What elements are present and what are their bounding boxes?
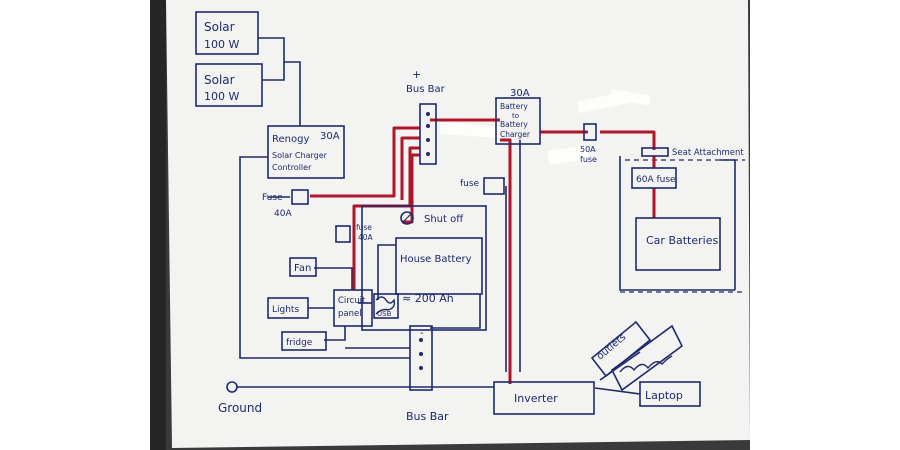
circuit-panel-box <box>333 289 373 327</box>
seat-attachment-box <box>641 147 669 157</box>
lights-box <box>267 297 309 319</box>
bus-bar-top-plus: + <box>412 68 421 81</box>
bus-bar-bottom-box <box>409 325 433 391</box>
fuse-right-box <box>483 177 505 195</box>
outlets-box <box>590 320 652 378</box>
fridge-box <box>281 331 327 351</box>
table-left-edge <box>150 0 166 450</box>
solar-panel-1-box <box>195 11 259 55</box>
charger-line3: Battery <box>500 120 528 129</box>
seat-attachment-label: Seat Attachment <box>672 148 744 158</box>
fuse-40a-mid-line2: 40A <box>358 233 374 242</box>
fuse-40a-left-line2: 40A <box>274 209 292 219</box>
fan-label: Fan <box>294 263 311 274</box>
component-boxes <box>195 11 721 415</box>
solar-panel-2-box <box>195 63 263 107</box>
fuse-50a-box <box>583 123 597 141</box>
car-region-dashed <box>620 159 745 293</box>
bus-bar-top-box <box>419 103 437 165</box>
house-battery-outer <box>361 205 487 331</box>
outlets-scribble <box>619 355 673 373</box>
ground-symbol <box>226 381 238 393</box>
fuse-40a-left-line1: Fuse <box>262 193 283 203</box>
usb-scribble <box>375 296 396 315</box>
controller-line1: Renogy <box>272 134 309 145</box>
charger-rating: 30A <box>510 88 530 99</box>
dc-charger-box <box>495 97 541 145</box>
inverter-box <box>493 381 595 415</box>
fuse-40a-mid-line1: fuse <box>356 223 372 232</box>
fuse-50a-line1: 50A <box>580 145 596 154</box>
laptop-box <box>639 381 701 407</box>
circuit-panel-line1: Circuit <box>338 296 366 306</box>
paper-sheet <box>166 0 750 448</box>
shut-off-slash <box>402 213 412 223</box>
fuse-60a-label: 60A fuse <box>636 175 676 185</box>
fridge-label: fridge <box>286 338 313 348</box>
tape-marks <box>439 88 651 165</box>
fuse-right-label: fuse <box>460 179 480 189</box>
charge-controller-box <box>267 125 345 179</box>
house-battery-box <box>395 237 483 295</box>
shut-off-label: Shut off <box>424 214 464 225</box>
ground-label: Ground <box>218 401 262 415</box>
fuse-40a-mid-box <box>335 225 351 243</box>
bus-bar-top-label: Bus Bar <box>406 84 446 95</box>
controller-line3: Controller <box>272 163 312 172</box>
controller-line2: Solar Charger <box>272 151 328 160</box>
usb-box <box>373 293 399 319</box>
shut-off-switch <box>400 211 414 225</box>
circuit-panel-line2: panel <box>338 309 362 319</box>
labels: Solar 100 W Solar 100 W Renogy 30A Solar… <box>204 20 744 423</box>
solar-1-line2: 100 W <box>204 38 239 51</box>
solar-2-line1: Solar <box>204 73 235 87</box>
charger-line2: to <box>512 112 519 120</box>
bus-bar-bottom-minus: - <box>420 328 424 339</box>
usb-label: USB <box>377 310 392 318</box>
car-batteries-label: Car Batteries <box>646 234 718 247</box>
charger-line4: Charger <box>500 130 531 139</box>
car-batteries-box <box>635 217 721 271</box>
bus-bar-terminals <box>419 112 430 370</box>
fuse-50a-line2: fuse <box>580 155 597 164</box>
house-battery-capacity: ≈ 200 Ah <box>402 292 454 305</box>
inverter-label: Inverter <box>514 392 558 405</box>
laptop-label: Laptop <box>645 389 683 402</box>
outlets-plug-box <box>610 324 684 392</box>
negative-wires <box>236 37 736 395</box>
controller-rating: 30A <box>320 131 340 142</box>
solar-1-line1: Solar <box>204 20 235 34</box>
positive-wires <box>310 118 656 384</box>
solar-2-line2: 100 W <box>204 90 239 103</box>
fuse-40a-left-box <box>291 189 309 205</box>
charger-line1: Battery <box>500 102 528 111</box>
fan-box <box>289 257 317 277</box>
house-battery-label: House Battery <box>400 254 472 265</box>
lights-label: Lights <box>272 305 299 315</box>
fuse-60a-box <box>631 167 677 189</box>
bus-bar-bottom-label: Bus Bar <box>406 410 449 423</box>
